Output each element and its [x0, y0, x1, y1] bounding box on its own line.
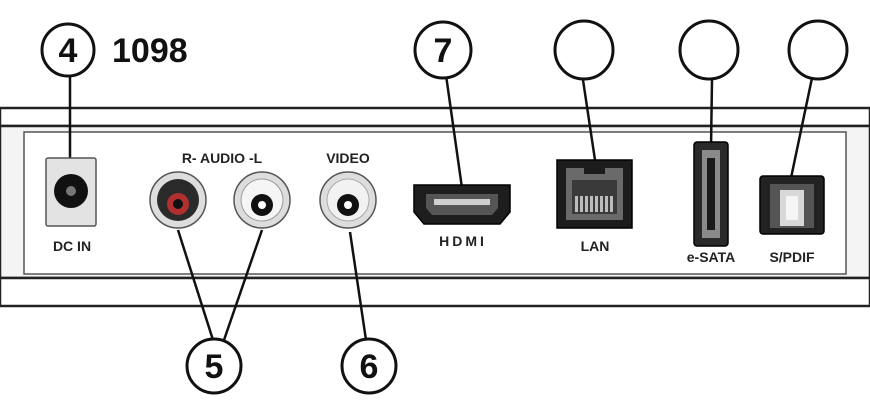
callout-audio: 5	[185, 337, 243, 395]
hdmi-label: HDMI	[439, 233, 487, 249]
callout-audio-number: 5	[205, 348, 224, 386]
spdif-label: S/PDIF	[769, 249, 815, 265]
leader-lines	[68, 67, 814, 341]
callout-lan	[553, 19, 615, 81]
lan-label: LAN	[581, 238, 610, 254]
callout-spdif	[787, 19, 849, 81]
esata-label: e-SATA	[687, 249, 735, 265]
model-number: 1098	[112, 32, 188, 70]
leader-audio-right	[176, 229, 215, 341]
callout-hdmi: 7	[413, 20, 473, 80]
video-label: VIDEO	[326, 150, 370, 166]
esata-port: e-SATA	[687, 141, 735, 265]
callout-esata	[678, 19, 740, 81]
callout-video: 6	[340, 337, 398, 395]
dc-in-port: DC IN	[45, 157, 97, 254]
callout-dc-in-number: 4	[59, 32, 78, 70]
hdmi-port: HDMI	[413, 184, 511, 249]
leader-lan	[581, 79, 597, 161]
leader-esata	[709, 79, 714, 149]
audio-label: R- AUDIO -L	[182, 150, 263, 166]
leader-video	[348, 231, 368, 341]
dc-in-label: DC IN	[53, 238, 91, 254]
spdif-port: S/PDIF	[759, 175, 825, 265]
audio-left-port	[233, 171, 291, 229]
callout-dc-in: 4	[40, 22, 96, 78]
leader-audio-left	[222, 229, 264, 341]
leader-spdif	[789, 77, 814, 179]
callout-hdmi-number: 7	[434, 32, 453, 70]
video-port	[319, 171, 377, 229]
callout-video-number: 6	[360, 348, 379, 386]
audio-right-port	[149, 171, 207, 229]
lan-port: LAN	[556, 159, 633, 254]
leader-hdmi	[443, 67, 464, 189]
